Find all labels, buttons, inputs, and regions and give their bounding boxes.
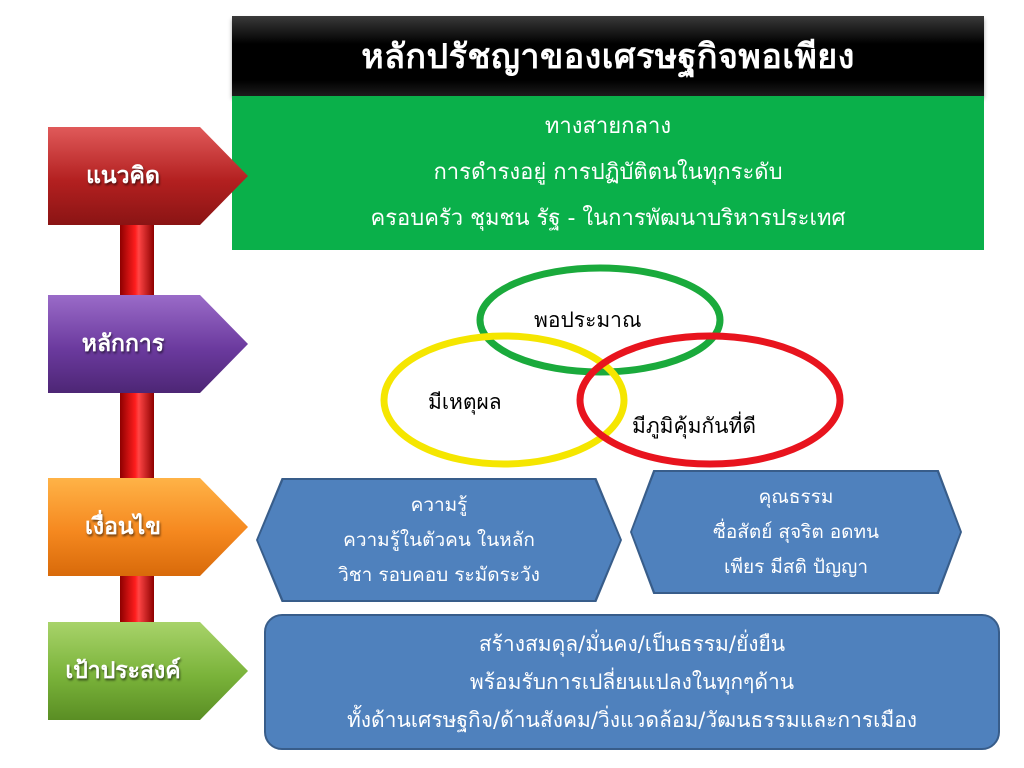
virtue-line: เพียร มีสติ ปัญญา	[723, 555, 868, 578]
goal-label: เป้าประสงค์	[65, 658, 181, 684]
principle-arrow-label: หลักการ	[48, 295, 248, 393]
condition-arrow-label: เงื่อนไข	[48, 478, 248, 576]
knowledge-line: ความรู้	[410, 493, 468, 516]
concept-box: ทางสายกลาง การดำรงอยู่ การปฏิบัติตนในทุก…	[232, 96, 984, 250]
knowledge-line: วิชา รอบคอบ ระมัดระวัง	[338, 563, 540, 586]
immunity-label: มีภูมิคุ้มกันที่ดี	[632, 414, 756, 438]
goal-box: สร้างสมดุล/มั่นคง/เป็นธรรม/ยั่งยืน พร้อม…	[264, 614, 1000, 750]
goal-line: ทั้งด้านเศรษฐกิจ/ด้านสังคม/วิ่งแวดล้อม/ว…	[346, 708, 918, 732]
concept-line: การดำรงอยู่ การปฏิบัติตนในทุกระดับ	[433, 160, 783, 185]
goal-line: พร้อมรับการเปลี่ยนแปลงในทุกๆด้าน	[469, 670, 795, 694]
condition-label: เงื่อนไข	[85, 514, 161, 540]
concept-arrow-label: แนวคิด	[48, 127, 248, 225]
reasonableness-label: มีเหตุผล	[428, 390, 502, 414]
title-bar: หลักปรัชญาของเศรษฐกิจพอเพียง	[232, 16, 984, 96]
knowledge-box: ความรู้ ความรู้ในตัวคน ในหลัก วิชา รอบคอ…	[258, 480, 620, 600]
venn-diagram	[380, 264, 844, 468]
reasonableness-ellipse	[380, 332, 628, 468]
virtue-line: คุณธรรม	[758, 485, 834, 508]
concept-label: แนวคิด	[86, 163, 160, 189]
principle-label: หลักการ	[81, 331, 165, 357]
goal-line: สร้างสมดุล/มั่นคง/เป็นธรรม/ยั่งยืน	[478, 632, 786, 656]
knowledge-line: ความรู้ในตัวคน ในหลัก	[343, 528, 535, 551]
moderation-label: พอประมาณ	[534, 308, 642, 332]
immunity-ellipse	[576, 332, 844, 468]
concept-line: ทางสายกลาง	[544, 114, 672, 139]
moderation-ellipse	[476, 264, 724, 376]
virtue-box: คุณธรรม ซื่อสัตย์ สุจริต อดทน เพียร มีสต…	[632, 472, 960, 592]
vertical-connector-bar	[120, 170, 154, 670]
goal-arrow-label: เป้าประสงค์	[48, 622, 248, 720]
virtue-line: ซื่อสัตย์ สุจริต อดทน	[713, 520, 879, 543]
page-title: หลักปรัชญาของเศรษฐกิจพอเพียง	[361, 37, 855, 77]
concept-line: ครอบครัว ชุมชน รัฐ - ในการพัฒนาบริหารประ…	[370, 206, 846, 231]
